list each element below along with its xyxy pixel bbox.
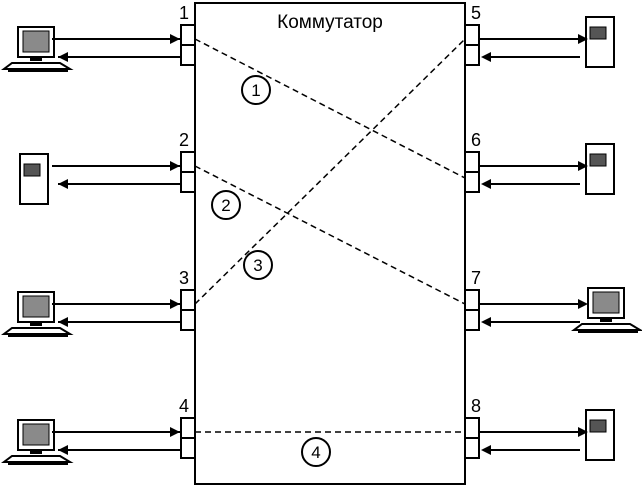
connection-2: 2 bbox=[194, 165, 466, 305]
port-2[interactable]: 2 bbox=[179, 130, 196, 193]
connection-number-label: 2 bbox=[221, 196, 230, 215]
connection-1: 1 bbox=[194, 38, 466, 179]
connection-number-circle bbox=[301, 437, 331, 467]
port-in-slot[interactable] bbox=[464, 417, 480, 439]
port-number-label: 2 bbox=[179, 130, 189, 150]
printer-icon bbox=[585, 16, 615, 68]
device-5[interactable] bbox=[479, 16, 615, 68]
connection-4: 4 bbox=[195, 431, 465, 467]
connection-dashed-line bbox=[194, 38, 466, 305]
device-3[interactable] bbox=[0, 291, 181, 337]
connections-layer: 1 2 3 4 bbox=[194, 38, 466, 467]
port-3[interactable]: 3 bbox=[179, 268, 196, 331]
computer-icon bbox=[0, 26, 74, 72]
port-in-slot[interactable] bbox=[180, 151, 196, 173]
arrow-to-device bbox=[58, 179, 68, 189]
arrow-to-switch bbox=[170, 34, 180, 44]
port-out-slot[interactable] bbox=[180, 309, 196, 331]
devices-layer bbox=[0, 16, 642, 465]
arrow-to-switch bbox=[170, 161, 180, 171]
printer-icon bbox=[585, 409, 615, 461]
port-out-slot[interactable] bbox=[464, 44, 480, 66]
arrow-to-device bbox=[58, 52, 68, 62]
connection-dashed-line bbox=[194, 165, 466, 305]
port-4[interactable]: 4 bbox=[179, 396, 196, 459]
connection-number-label: 1 bbox=[251, 81, 260, 100]
arrow-to-switch bbox=[170, 427, 180, 437]
ports-layer: 1 2 3 4 5 6 7 8 bbox=[179, 3, 481, 459]
port-number-label: 5 bbox=[471, 3, 481, 23]
arrow-to-switch bbox=[170, 299, 180, 309]
switch-box bbox=[194, 2, 466, 485]
port-number-label: 8 bbox=[471, 396, 481, 416]
port-out-slot[interactable] bbox=[180, 437, 196, 459]
port-8[interactable]: 8 bbox=[464, 396, 481, 459]
connection-number-circle bbox=[243, 250, 273, 280]
port-in-slot[interactable] bbox=[464, 151, 480, 173]
port-out-slot[interactable] bbox=[464, 437, 480, 459]
connection-number-label: 4 bbox=[311, 443, 320, 462]
port-5[interactable]: 5 bbox=[464, 3, 481, 66]
port-number-label: 4 bbox=[179, 396, 189, 416]
arrow-to-switch bbox=[481, 52, 491, 62]
computer-icon bbox=[571, 287, 642, 333]
device-4[interactable] bbox=[0, 419, 181, 465]
computer-icon bbox=[0, 419, 74, 465]
port-out-slot[interactable] bbox=[464, 171, 480, 193]
port-7[interactable]: 7 bbox=[464, 268, 481, 331]
arrow-to-device bbox=[58, 445, 68, 455]
port-number-label: 1 bbox=[179, 3, 189, 23]
port-in-slot[interactable] bbox=[464, 289, 480, 311]
port-6[interactable]: 6 bbox=[464, 130, 481, 193]
port-out-slot[interactable] bbox=[464, 309, 480, 331]
port-number-label: 6 bbox=[471, 130, 481, 150]
connection-number-label: 3 bbox=[253, 256, 262, 275]
port-in-slot[interactable] bbox=[464, 24, 480, 46]
port-in-slot[interactable] bbox=[180, 417, 196, 439]
port-out-slot[interactable] bbox=[180, 44, 196, 66]
device-6[interactable] bbox=[479, 143, 615, 195]
device-8[interactable] bbox=[479, 409, 615, 461]
switch-title: Коммутатор bbox=[277, 12, 383, 33]
device-1[interactable] bbox=[0, 26, 181, 72]
device-2[interactable] bbox=[19, 153, 181, 205]
arrow-to-switch bbox=[481, 317, 491, 327]
arrow-to-device bbox=[578, 427, 588, 437]
arrow-to-switch bbox=[481, 445, 491, 455]
arrow-to-device bbox=[578, 161, 588, 171]
port-1[interactable]: 1 bbox=[179, 3, 196, 66]
arrow-to-device bbox=[578, 34, 588, 44]
port-in-slot[interactable] bbox=[180, 24, 196, 46]
port-in-slot[interactable] bbox=[180, 289, 196, 311]
arrow-to-device bbox=[58, 317, 68, 327]
device-7[interactable] bbox=[479, 287, 642, 333]
connection-3: 3 bbox=[194, 38, 466, 305]
computer-icon bbox=[0, 291, 74, 337]
port-number-label: 7 bbox=[471, 268, 481, 288]
connection-dashed-line bbox=[194, 38, 466, 179]
arrow-to-switch bbox=[481, 179, 491, 189]
connection-number-circle bbox=[211, 190, 241, 220]
printer-icon bbox=[19, 153, 49, 205]
arrow-to-device bbox=[578, 299, 588, 309]
connection-number-circle bbox=[241, 75, 271, 105]
port-out-slot[interactable] bbox=[180, 171, 196, 193]
printer-icon bbox=[585, 143, 615, 195]
port-number-label: 3 bbox=[179, 268, 189, 288]
